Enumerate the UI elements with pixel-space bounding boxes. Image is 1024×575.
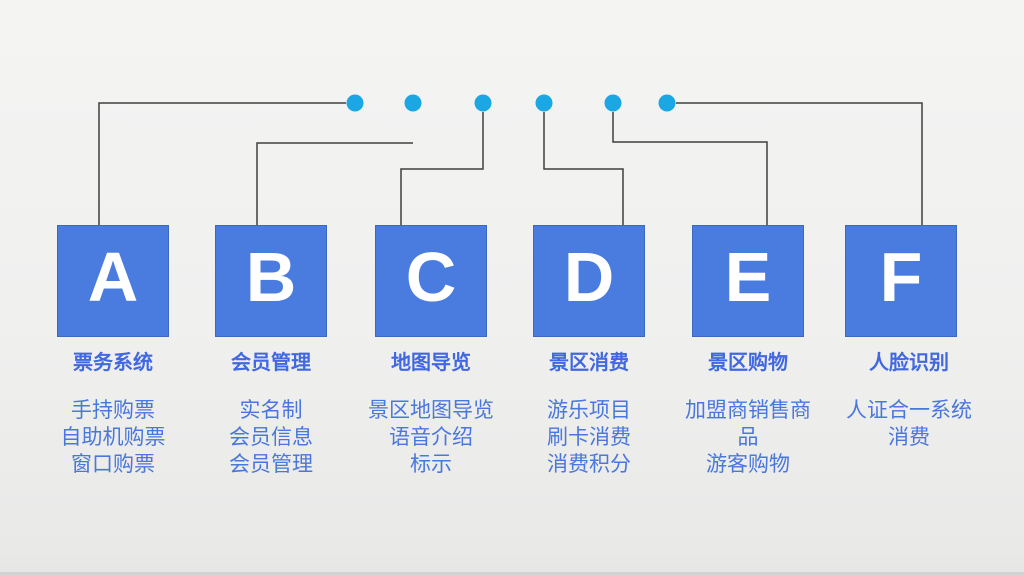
section-desc-line: 语音介绍 (389, 426, 473, 449)
section-desc-line: 消费 (888, 426, 930, 449)
section-desc-line: 标示 (410, 453, 452, 476)
section-desc-line: 人证合一系统 (846, 399, 972, 422)
connector-dot-icon (404, 94, 422, 112)
section-column-d: D 景区消费 游乐项目 刷卡消费 消费积分 (509, 225, 669, 478)
slide-bottom-edge (0, 572, 1024, 575)
section-desc-line: 加盟商销售商 (685, 399, 811, 422)
section-column-c: C 地图导览 景区地图导览 语音介绍 标示 (351, 225, 511, 478)
letter-box-a: A (57, 225, 169, 337)
letter-box-e: E (692, 225, 804, 337)
letter-label-d: D (563, 238, 615, 316)
section-desc-e: 加盟商销售商 品 游客购物 (668, 397, 828, 478)
section-desc-line: 游客购物 (706, 453, 790, 476)
section-column-b: B 会员管理 实名制 会员信息 会员管理 (191, 225, 351, 478)
section-desc-line: 实名制 (239, 399, 303, 422)
section-desc-line: 会员信息 (229, 426, 313, 449)
connector-dot-icon (346, 94, 364, 112)
section-column-a: A 票务系统 手持购票 自助机购票 窗口购票 (33, 225, 193, 478)
section-desc-line: 自助机购票 (60, 426, 166, 449)
letter-box-f: F (845, 225, 957, 337)
section-title-c: 地图导览 (391, 352, 471, 374)
connector-dot-icon (658, 94, 676, 112)
section-title-f: 人脸识别 (869, 352, 949, 374)
connector-line-c (400, 112, 484, 226)
connector-line-f (676, 102, 923, 226)
section-desc-line: 品 (737, 426, 759, 449)
letter-box-d: D (533, 225, 645, 337)
letter-label-f: F (879, 238, 923, 316)
letter-box-b: B (215, 225, 327, 337)
connector-dot-icon (474, 94, 492, 112)
section-title-a: 票务系统 (73, 352, 153, 374)
section-desc-b: 实名制 会员信息 会员管理 (191, 397, 351, 478)
connector-line-d (543, 112, 624, 226)
section-title-b: 会员管理 (231, 352, 311, 374)
section-title-d: 景区消费 (549, 352, 629, 374)
connector-dot-icon (535, 94, 553, 112)
section-desc-a: 手持购票 自助机购票 窗口购票 (33, 397, 193, 478)
section-desc-line: 窗口购票 (71, 453, 155, 476)
section-column-f: F 人脸识别 人证合一系统 消费 (821, 225, 981, 451)
connector-dot-icon (604, 94, 622, 112)
letter-label-a: A (87, 238, 139, 316)
section-desc-d: 游乐项目 刷卡消费 消费积分 (509, 397, 669, 478)
connector-line-b (256, 142, 413, 226)
letter-label-c: C (405, 238, 457, 316)
connector-line-a (98, 102, 346, 226)
section-desc-line: 会员管理 (229, 453, 313, 476)
section-desc-line: 游乐项目 (547, 399, 631, 422)
letter-box-c: C (375, 225, 487, 337)
connector-line-e (612, 112, 768, 226)
section-desc-c: 景区地图导览 语音介绍 标示 (351, 397, 511, 478)
section-desc-line: 景区地图导览 (368, 399, 494, 422)
letter-label-e: E (724, 238, 772, 316)
section-desc-line: 消费积分 (547, 453, 631, 476)
section-column-e: E 景区购物 加盟商销售商 品 游客购物 (668, 225, 828, 478)
section-title-e: 景区购物 (708, 352, 788, 374)
section-desc-f: 人证合一系统 消费 (829, 397, 989, 451)
section-desc-line: 手持购票 (71, 399, 155, 422)
letter-label-b: B (245, 238, 297, 316)
section-desc-line: 刷卡消费 (547, 426, 631, 449)
